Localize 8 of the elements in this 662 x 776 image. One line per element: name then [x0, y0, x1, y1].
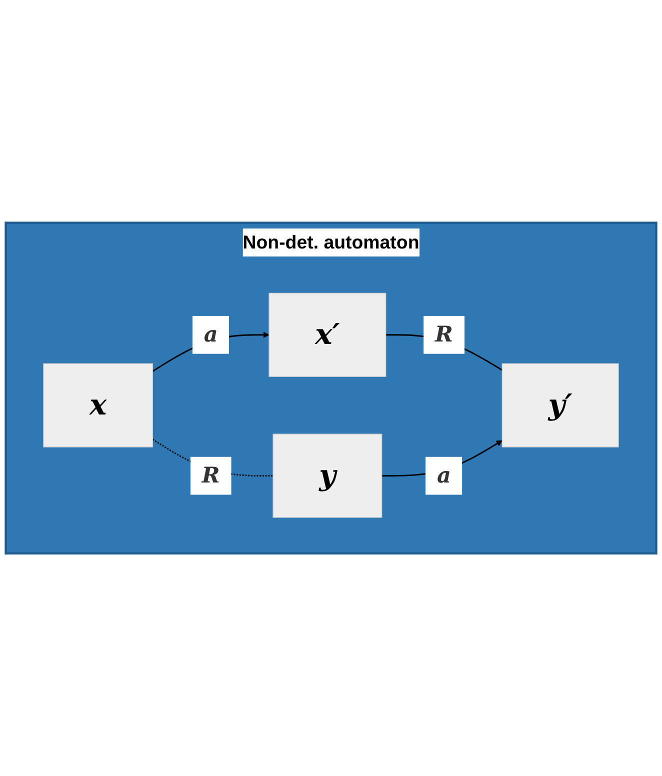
edge-label: R: [202, 463, 220, 488]
node-box: y: [272, 434, 382, 518]
edge-label: a: [204, 322, 218, 348]
node-box: x′: [268, 292, 386, 377]
node-box: x: [43, 363, 154, 448]
edge-label: R: [435, 322, 453, 348]
node-box: y′: [502, 363, 619, 448]
edge-label: a: [437, 463, 451, 488]
